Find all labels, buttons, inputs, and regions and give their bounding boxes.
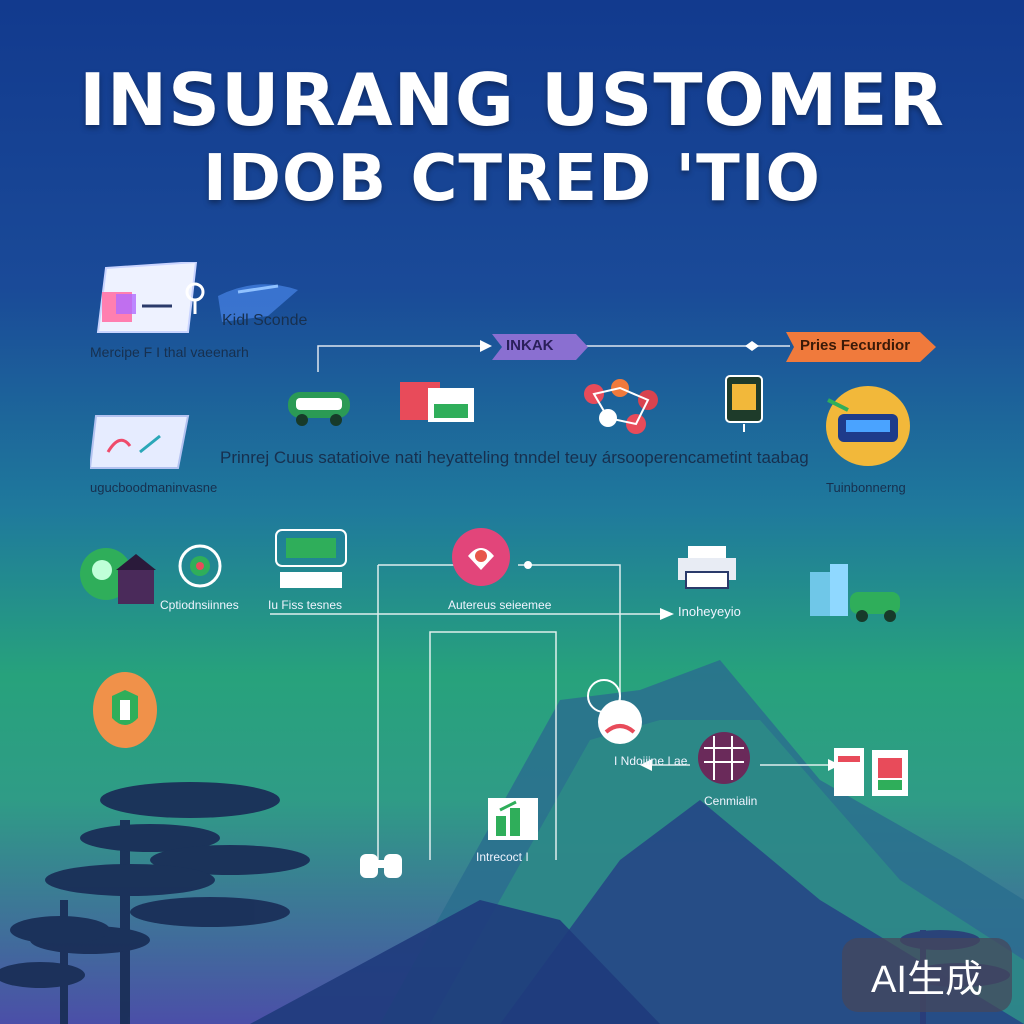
team-network-icon <box>584 379 658 434</box>
label-row3-left: Cptiodnsiinnes <box>160 598 239 612</box>
label-left-col2: ugucboodmaninvasne <box>90 480 218 495</box>
label-row3-center: Autereus seieemee <box>448 598 552 612</box>
phone-icon <box>725 375 763 432</box>
person-avatar-icon <box>587 679 642 744</box>
label-right-col2: Tuinbonnerng <box>826 480 906 495</box>
computer-meeting-icon <box>275 529 347 588</box>
ring-pin-icon <box>185 282 205 314</box>
label-mercipe: Mercipe F I thal vaeenarh <box>90 344 249 360</box>
printer-icon <box>678 546 736 589</box>
title-line-1: INSURANG USTOMER <box>79 58 945 142</box>
pink-heart-icon <box>452 528 510 586</box>
tablet-icon <box>90 415 190 469</box>
blue-pen-icon <box>218 284 298 322</box>
shield-icon <box>93 672 157 748</box>
purple-tag-label: INKAK <box>506 337 554 354</box>
document-stack-icon <box>400 382 474 422</box>
label-mountain-left: I Ndoiiine I ae <box>614 754 688 768</box>
vehicle-emblem-icon <box>826 386 910 466</box>
label-row3-right: Inoheyeyio <box>678 604 741 619</box>
city-car-icon <box>810 564 900 622</box>
binocular-icon <box>360 854 402 878</box>
label-feedback-row: Prinrej Cuus satatioive nati heyatteling… <box>220 448 809 467</box>
label-mountain-right: Cenmialin <box>704 794 758 808</box>
chart-icon <box>488 798 538 840</box>
orange-arrow-tag: Pries Fecurdior <box>786 332 936 362</box>
globe-house-icon <box>80 548 156 604</box>
orange-tag-label: Pries Fecurdior <box>800 337 911 354</box>
document-pair-icon <box>834 748 908 796</box>
label-row3-mid: Iu Fiss tesnes <box>268 598 343 612</box>
label-kid-sconde: Kidl Sconde <box>222 312 308 329</box>
label-bottom-left: Intrecoct I <box>476 850 529 864</box>
ai-generated-badge: AI生成 <box>842 938 1012 1012</box>
green-car-icon <box>288 392 350 426</box>
document-card-icon <box>96 262 198 333</box>
target-icon <box>178 544 222 588</box>
network-circle-icon <box>698 732 750 784</box>
purple-arrow-tag: INKAK <box>492 334 588 360</box>
title-line-2: IDOB CTRED 'TIO <box>203 142 821 216</box>
